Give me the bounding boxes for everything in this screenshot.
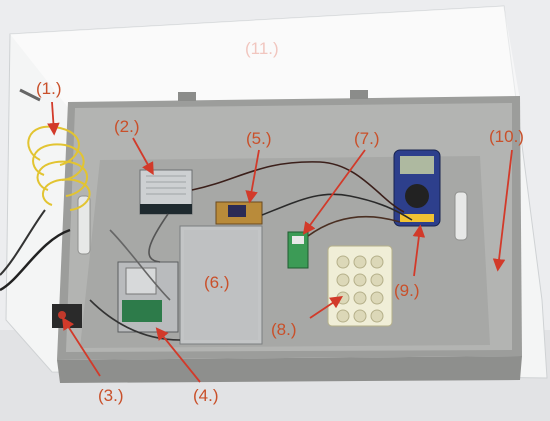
- yellow-cable: [27, 125, 91, 211]
- arrow-9: [412, 224, 426, 277]
- hinge-right: [350, 90, 368, 99]
- arrow-2: [132, 137, 154, 176]
- hinge-left: [178, 92, 196, 101]
- label-7: (7.): [354, 129, 380, 148]
- arrow-7: [302, 149, 366, 235]
- label-6: (6.): [204, 273, 230, 292]
- arrow-3: [62, 316, 101, 377]
- arrow-10: [492, 149, 513, 272]
- label-9: (9.): [394, 281, 420, 300]
- arrow-1: [47, 101, 60, 136]
- arrow-4: [155, 327, 201, 383]
- label-5: (5.): [246, 129, 272, 148]
- arrow-5: [245, 149, 260, 204]
- left-handle-slot: [77, 195, 91, 255]
- label-11: (11.): [245, 39, 279, 58]
- label-3: (3.): [98, 386, 124, 405]
- arrow-8: [309, 296, 343, 319]
- label-2: (2.): [114, 117, 140, 136]
- label-1: (1.): [36, 79, 62, 98]
- label-4: (4.): [193, 386, 219, 405]
- right-handle-slot: [454, 191, 468, 241]
- label-8: (8.): [271, 320, 297, 339]
- label-10: (10.): [489, 127, 524, 146]
